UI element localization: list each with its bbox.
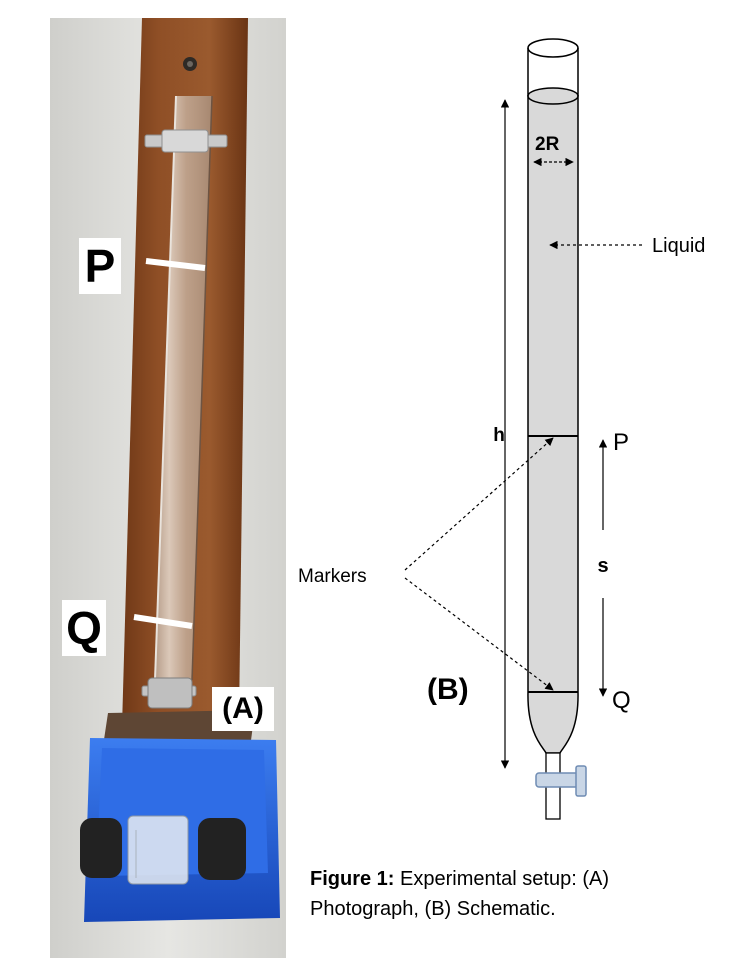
photo-marker-label-p: P xyxy=(79,238,121,294)
liquid-surface xyxy=(527,87,579,105)
caption-title: Figure 1: xyxy=(310,868,395,890)
photo-marker-label-q: Q xyxy=(62,600,106,656)
photograph-drawing xyxy=(50,18,286,958)
markers-label: Markers xyxy=(298,566,367,587)
liquid-label: Liquid xyxy=(652,235,705,257)
radius-label: 2R xyxy=(535,134,560,155)
tube-top-rim xyxy=(527,38,579,58)
marker-label-q: Q xyxy=(612,687,631,714)
figure-caption: Figure 1: Experimental setup: (A) Photog… xyxy=(310,864,720,924)
schematic-panel-label: (B) xyxy=(427,673,469,706)
marker-label-p: P xyxy=(613,429,629,456)
photo-panel-label: (A) xyxy=(212,687,274,731)
distance-label: s xyxy=(597,555,608,577)
markers-pointer-q xyxy=(404,577,554,691)
liquid-column xyxy=(527,95,579,754)
photograph xyxy=(50,18,286,958)
height-label: h xyxy=(493,425,505,446)
stopcock xyxy=(535,765,587,797)
caption-text: Experimental setup: (A) Photograph, (B) … xyxy=(310,868,609,920)
